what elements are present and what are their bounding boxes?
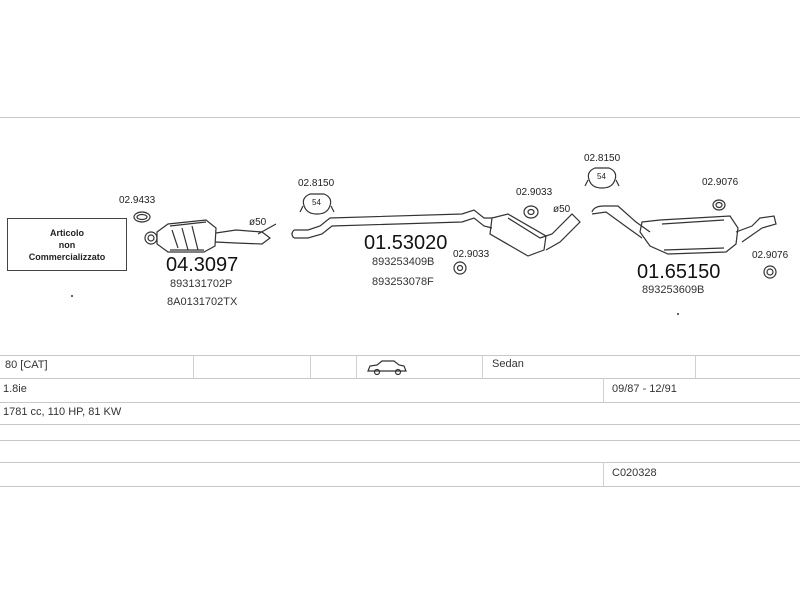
top-frame-line <box>0 117 800 118</box>
middle-ref-2: 893253078F <box>372 276 434 288</box>
rear-ref-1: 893253609B <box>642 284 705 296</box>
body-type-cell: Sedan <box>492 358 524 370</box>
part-label-gasket-b[interactable]: 02.9033 <box>453 249 490 260</box>
catalytic-converter-icon <box>144 219 277 253</box>
table-col-sep-7 <box>603 462 604 486</box>
catalyst-ref-1: 893131702P <box>170 278 233 290</box>
engine-cell: 1.8ie <box>3 383 27 395</box>
engine-spec-cell: 1781 cc, 110 HP, 81 KW <box>3 406 122 418</box>
vehicle-model-cell: 80 [CAT] <box>5 359 48 371</box>
car-sedan-icon <box>367 360 407 376</box>
rubber-ring-icon <box>712 199 726 211</box>
catalog-number-cell: C020328 <box>612 467 657 479</box>
middle-silencer-code[interactable]: 01.53020 <box>364 232 448 254</box>
table-col-sep-3 <box>356 355 357 378</box>
table-col-sep-6 <box>603 378 604 402</box>
notice-line-3: Commercializzato <box>28 251 106 262</box>
middle-ref-1: 893253409B <box>372 256 435 268</box>
table-line-3 <box>0 402 800 403</box>
table-col-sep-5 <box>695 355 696 378</box>
part-label-rubber-b[interactable]: 02.9076 <box>752 250 789 261</box>
notice-line-2: non <box>58 239 76 250</box>
stray-dot <box>677 313 679 315</box>
catalyst-code[interactable]: 04.3097 <box>166 254 239 276</box>
rear-silencer-code[interactable]: 01.65150 <box>637 261 721 283</box>
part-label-rubber-a[interactable]: 02.9076 <box>702 177 739 188</box>
rubber-mount-icon <box>299 193 335 215</box>
gasket-ring-icon <box>523 205 539 219</box>
notice-line-1: Articolo <box>49 227 84 238</box>
part-label-mount-a[interactable]: 02.8150 <box>298 178 335 189</box>
pipe-diameter-label: ø50 <box>553 204 571 215</box>
table-line-1 <box>0 355 800 356</box>
pipe-diameter-label: ø50 <box>249 217 267 228</box>
rear-silencer-icon <box>591 205 777 255</box>
part-label-mount-b[interactable]: 02.8150 <box>584 153 621 164</box>
table-line-4 <box>0 424 800 425</box>
stray-dot <box>71 295 73 297</box>
mount-b-size: 54 <box>597 172 606 181</box>
middle-silencer-icon <box>291 209 581 257</box>
table-line-7 <box>0 486 800 487</box>
production-period-cell: 09/87 - 12/91 <box>612 383 677 395</box>
table-col-sep-2 <box>310 355 311 378</box>
rubber-mount-icon <box>584 167 620 189</box>
not-available-notice: Articolo non Commercializzato <box>7 218 127 271</box>
table-col-sep-1 <box>193 355 194 378</box>
gasket-ring-icon <box>453 261 467 275</box>
table-line-5 <box>0 440 800 441</box>
part-label-clamp[interactable]: 02.9433 <box>119 195 156 206</box>
clamp-ring-icon <box>133 211 151 223</box>
part-label-gasket-a[interactable]: 02.9033 <box>516 187 553 198</box>
table-col-sep-4 <box>482 355 483 378</box>
rubber-ring-icon <box>763 265 777 279</box>
table-line-2 <box>0 378 800 379</box>
mount-a-size: 54 <box>312 198 321 207</box>
catalyst-ref-2: 8A0131702TX <box>167 296 238 308</box>
table-line-6 <box>0 462 800 463</box>
